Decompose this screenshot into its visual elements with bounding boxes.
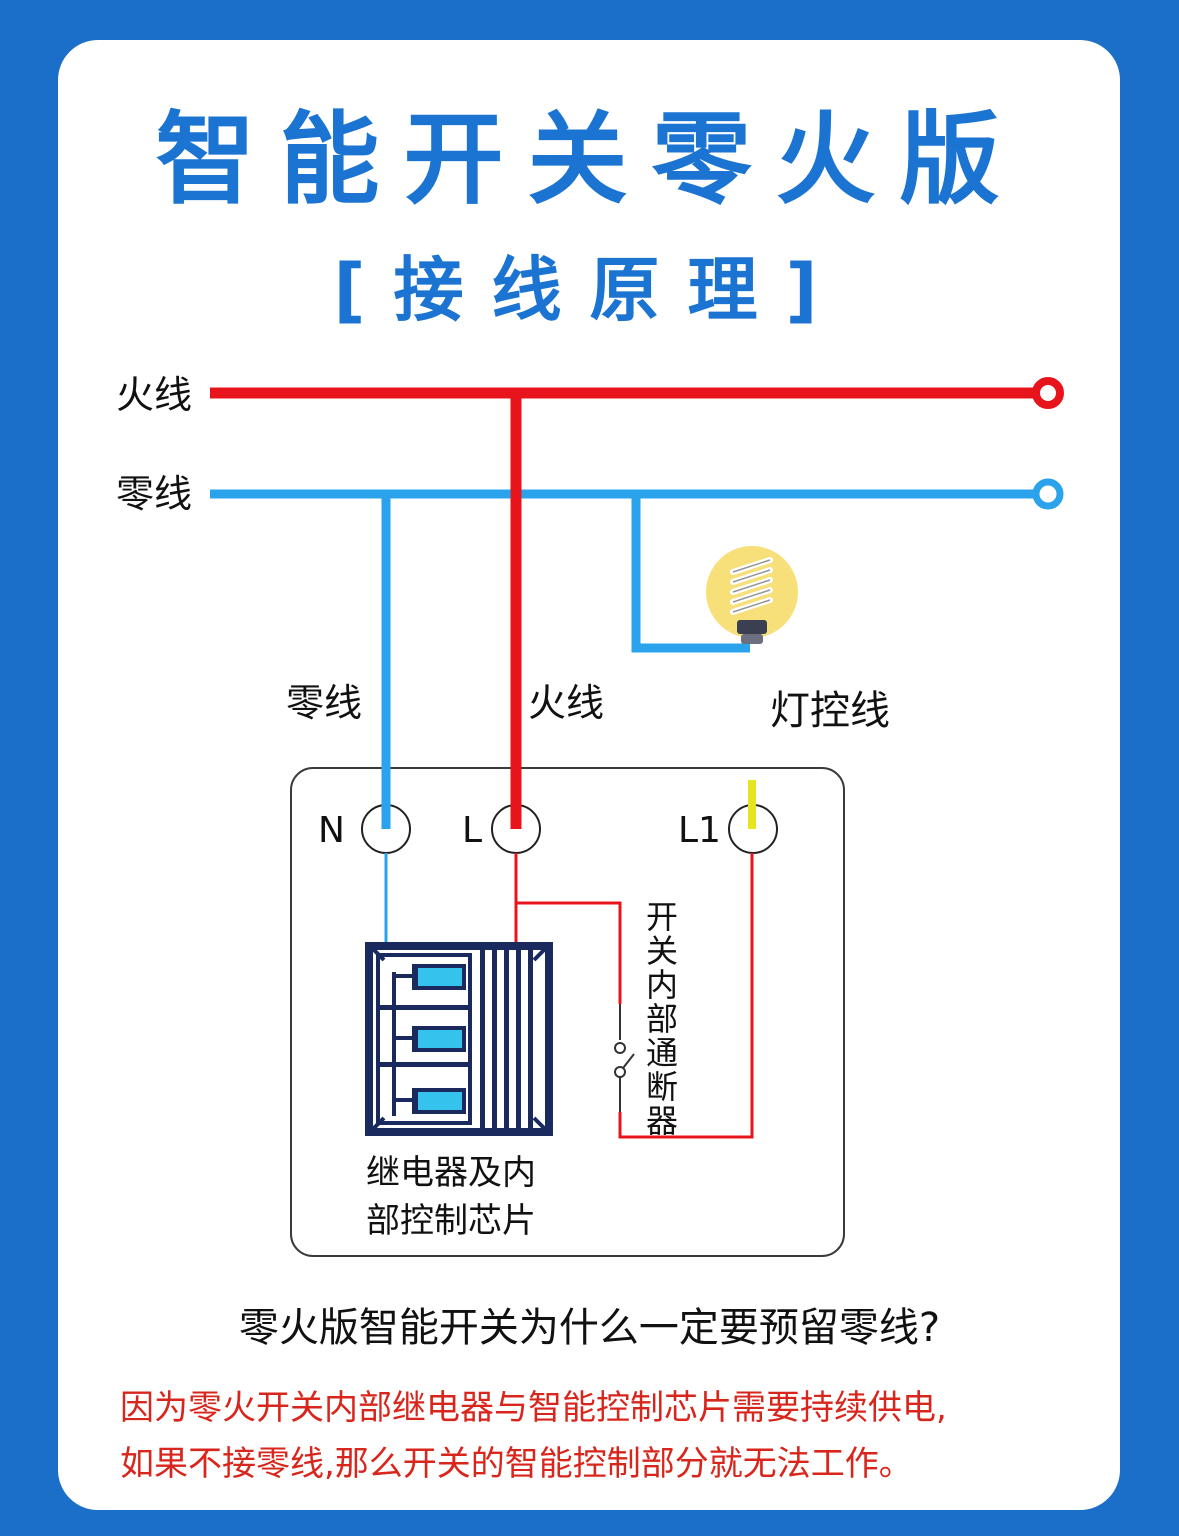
answer-text: 因为零火开关内部继电器与智能控制芯片需要持续供电, 如果不接零线,那么开关的智能…	[120, 1380, 1080, 1492]
live-bus-label: 火线	[116, 373, 192, 417]
switch-feed-wire	[516, 901, 622, 1004]
live-wire-label: 火线	[528, 681, 604, 725]
relay-label-line2: 部控制芯片	[366, 1201, 536, 1241]
answer-line-2: 如果不接零线,那么开关的智能控制部分就无法工作。	[120, 1444, 913, 1484]
switch-box	[290, 767, 845, 1257]
relay-label-line1: 继电器及内	[366, 1153, 536, 1193]
neutral-wire-label: 零线	[286, 681, 362, 725]
page-subtitle: [接线原理]	[333, 249, 846, 331]
terminal-l1-label: L1	[678, 810, 721, 851]
light-bulb-icon	[706, 546, 798, 644]
content-card	[58, 40, 1120, 1510]
neutral-bus-label: 零线	[116, 472, 192, 516]
neutral-bus-terminal	[1032, 478, 1064, 510]
live-bus-terminal	[1032, 377, 1064, 409]
switch-contact-icon	[614, 1004, 635, 1112]
page-title: 智能开关零火版	[155, 101, 1024, 218]
terminal-l-label: L	[462, 810, 482, 851]
switch-return-wire	[618, 853, 754, 1139]
answer-line-1: 因为零火开关内部继电器与智能控制芯片需要持续供电,	[120, 1388, 947, 1428]
lamp-neutral-wire	[631, 494, 750, 653]
terminal-n-label: N	[318, 810, 345, 851]
question-text: 零火版智能开关为什么一定要预留零线?	[238, 1305, 941, 1351]
relay-chip-icon	[365, 942, 553, 1136]
switch-label: 开关内部通断器	[641, 900, 679, 1138]
lamp-wire-label: 灯控线	[770, 688, 890, 734]
